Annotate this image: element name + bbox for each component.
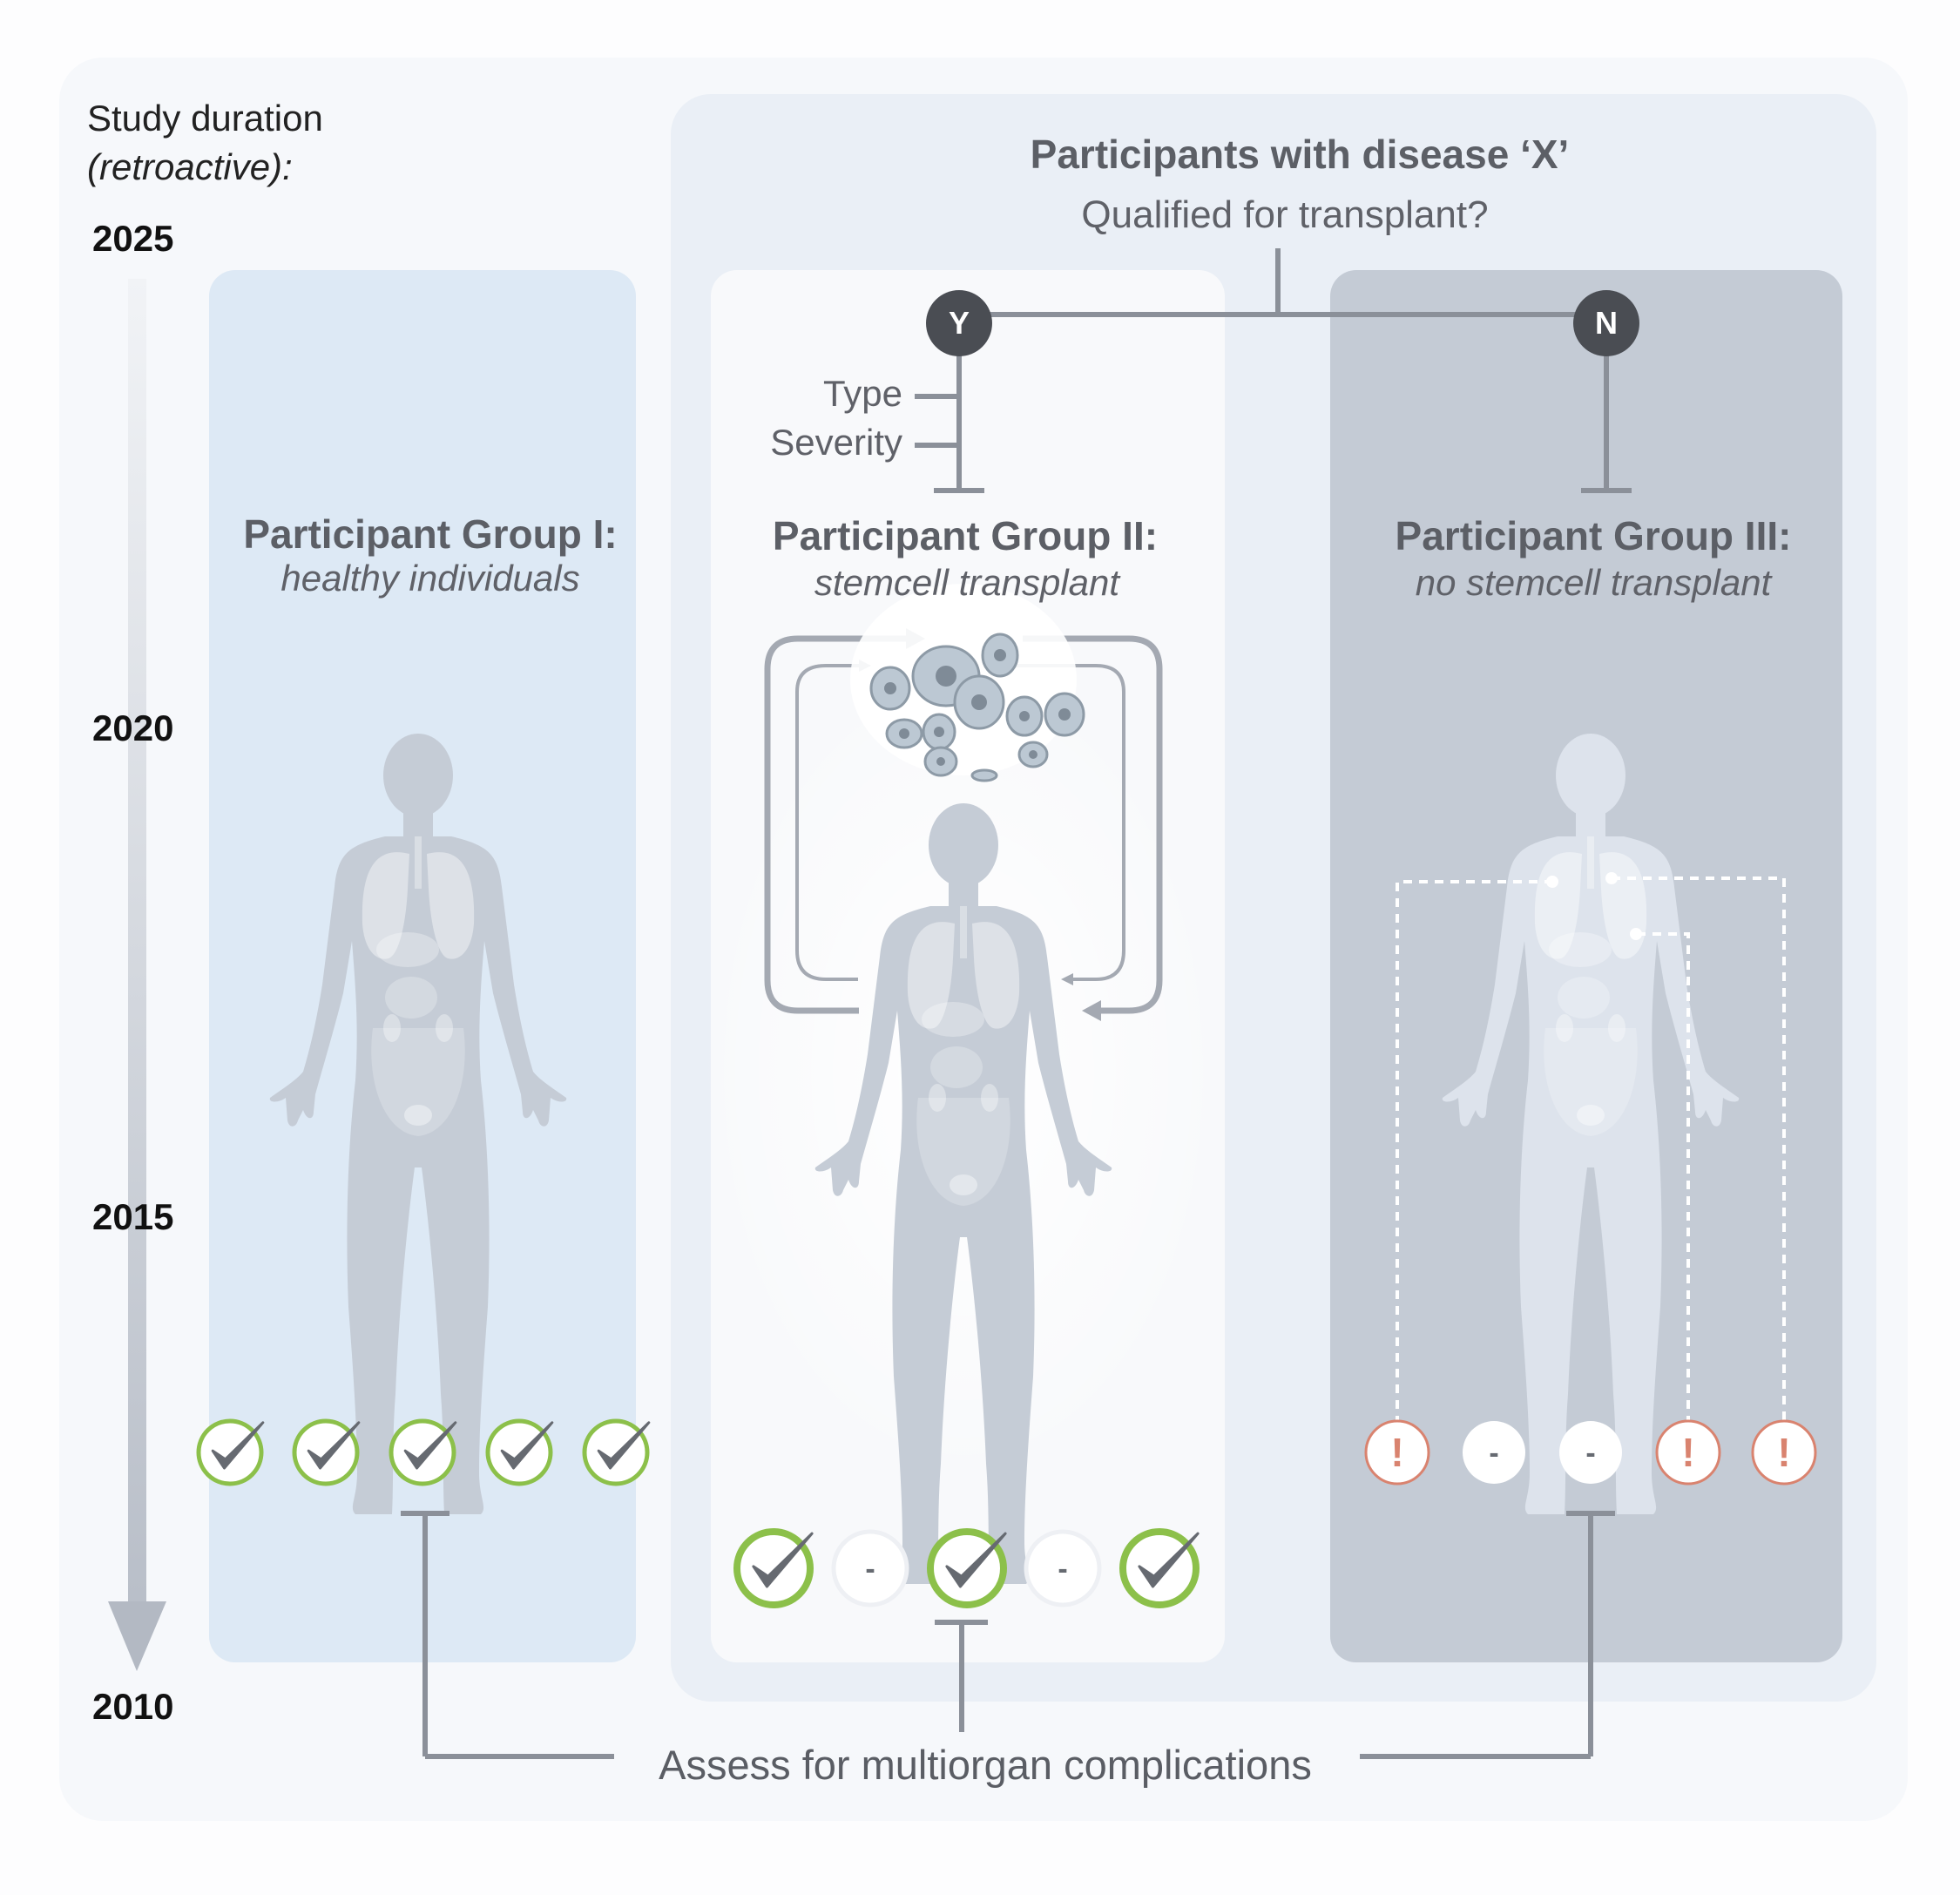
- timeline-arrow-head: [108, 1601, 166, 1671]
- dash-icon: -: [1013, 1519, 1112, 1618]
- group-3-title: Participant Group III:: [1395, 513, 1792, 558]
- svg-text:!: !: [1390, 1430, 1403, 1475]
- study-duration-label: Study duration: [87, 98, 323, 139]
- study-duration-note: (retroactive):: [87, 146, 293, 187]
- dash-icon: -: [1546, 1408, 1635, 1497]
- checkmark-icon: [475, 1408, 564, 1497]
- group-2-subtitle: stemcell transplant: [814, 562, 1120, 603]
- svg-text:!: !: [1681, 1430, 1694, 1475]
- svg-text:-: -: [865, 1553, 875, 1586]
- stem-cells-icon: [850, 584, 1085, 782]
- yes-node: Y: [926, 290, 992, 356]
- criteria-type: Type: [822, 373, 902, 414]
- complication-trace-lines: [1396, 876, 1786, 1425]
- checkmark-icon: [917, 1519, 1017, 1618]
- complication-dots: [1546, 872, 1642, 940]
- alert-icon: !: [1353, 1408, 1442, 1497]
- year-label-2025: 2025: [92, 218, 174, 259]
- checkmark-icon: [281, 1408, 370, 1497]
- group-1-title: Participant Group I:: [243, 511, 618, 557]
- checkmark-icon: [186, 1408, 274, 1497]
- checkmark-icon: [378, 1408, 467, 1497]
- checkmark-icon: [571, 1408, 660, 1497]
- assess-complications-label: Assess for multiorgan complications: [659, 1742, 1312, 1788]
- alert-icon: !: [1644, 1408, 1733, 1497]
- criteria-severity: Severity: [770, 422, 902, 463]
- checkmark-icon: [1110, 1519, 1209, 1618]
- alert-icon: !: [1740, 1408, 1828, 1497]
- svg-text:-: -: [1585, 1437, 1595, 1470]
- decision-connectors: [915, 248, 1632, 493]
- dash-icon: -: [1450, 1408, 1538, 1497]
- svg-text:-: -: [1058, 1553, 1067, 1586]
- disease-panel-title: Participants with disease ‘X’: [1030, 132, 1570, 177]
- no-node: N: [1573, 290, 1639, 356]
- checkmark-icon: [724, 1519, 823, 1618]
- group-2-title: Participant Group II:: [772, 513, 1159, 558]
- svg-text:!: !: [1777, 1430, 1790, 1475]
- dash-icon: -: [821, 1519, 920, 1618]
- svg-text:-: -: [1489, 1437, 1498, 1470]
- transplant-question: Qualified for transplant?: [1081, 193, 1489, 236]
- timeline-arrow-shaft: [128, 279, 146, 1621]
- year-label-2010: 2010: [92, 1686, 174, 1727]
- group-1-subtitle: healthy individuals: [280, 558, 580, 599]
- human-body-icon-group-3: [1442, 734, 1740, 1514]
- year-label-2020: 2020: [92, 707, 174, 748]
- assessment-connectors: [401, 1511, 1615, 1759]
- group-3-subtitle: no stemcell transplant: [1415, 562, 1772, 603]
- human-body-icon-group-1: [269, 734, 567, 1514]
- year-label-2015: 2015: [92, 1196, 174, 1237]
